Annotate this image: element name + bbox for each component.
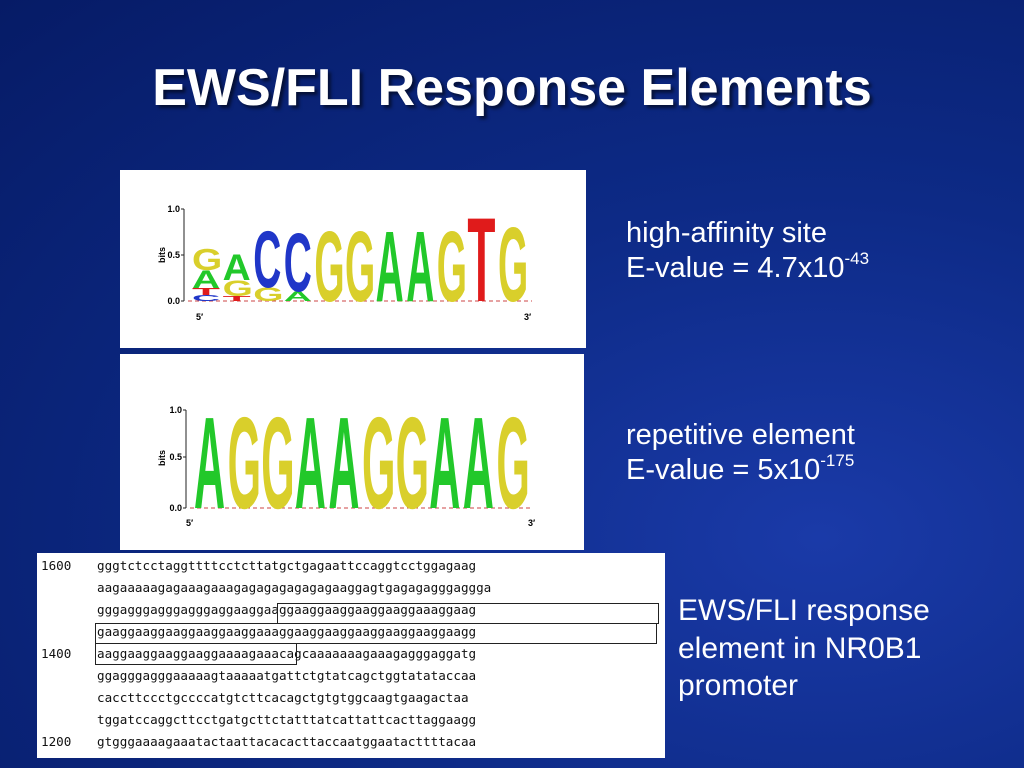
logo2-tick-bottom: 0.0 — [169, 503, 182, 513]
sequence-position: 1200 — [41, 734, 72, 749]
logo-letter-g: G — [223, 276, 253, 301]
logo1-three-prime: 3′ — [524, 312, 531, 322]
logo-letter-g: G — [496, 390, 529, 536]
logo-letter-g: G — [261, 390, 294, 536]
logo-letter-a: A — [429, 390, 460, 536]
sequence-row: tggatccaggcttcctgatgcttctatttatcattattca… — [37, 709, 665, 731]
caption-high-affinity: high-affinity site E-value = 4.7x10-43 — [626, 216, 869, 286]
caption1-exponent: -43 — [844, 249, 870, 269]
sequence-position: 1600 — [41, 558, 72, 573]
caption2-line1: repetitive element — [626, 419, 855, 451]
logo2-tick-mid: 0.5 — [169, 452, 182, 462]
logo-letter-a: A — [328, 390, 359, 536]
logo-letter-g: G — [192, 243, 222, 277]
sequence-text: aagaaaaagagaaagaaagagagagagagagaaggagtga… — [97, 580, 492, 595]
sequence-text: tggatccaggcttcctgatgcttctatttatcattattca… — [97, 712, 477, 727]
caption1-line2: E-value = 4.7x10-43 — [626, 249, 870, 286]
caption2-line2: E-value = 5x10-175 — [626, 451, 855, 488]
sequence-text: aaggaaggaaggaaggaaaagaaacagcaaaaaaagaaag… — [97, 646, 477, 661]
logo-letter-a: A — [223, 247, 251, 289]
logo-letter-a: A — [463, 390, 494, 536]
microsatellite-box-divider — [295, 643, 657, 644]
logo-letter-t: T — [192, 287, 220, 298]
slide-title: EWS/FLI Response Elements — [152, 59, 872, 117]
microsatellite-box-middle — [95, 623, 658, 644]
microsatellite-box-top — [277, 603, 659, 624]
logo-letter-g: G — [498, 205, 528, 323]
sequence-text: caccttccctgccccatgtcttcacagctgtgtggcaagt… — [97, 690, 469, 705]
logo-letter-a: A — [376, 211, 404, 323]
logo-letter-g: G — [396, 390, 429, 536]
logo2-yaxis-label: bits — [157, 450, 167, 466]
sequence-row: caccttccctgccccatgtcttcacagctgtgtggcaagt… — [37, 687, 665, 709]
caption2-evalue: E-value = 5x10 — [626, 453, 821, 486]
sequence-row: gggagggagggagggaggaaggaaggaaggaaggaaggaa… — [37, 599, 665, 621]
logo-letter-g: G — [228, 390, 261, 536]
logo-letter-a: A — [194, 390, 225, 536]
logo1-tick-mid: 0.5 — [167, 250, 180, 260]
logo1-yaxis-label: bits — [157, 247, 167, 263]
sequence-row: 1200 gtgggaaaagaaatactaattacacacttaccaatg… — [37, 731, 665, 753]
logo-letter-g: G — [345, 211, 375, 323]
caption1-line1: high-affinity site — [626, 217, 827, 249]
sequence-row: gaaggaaggaaggaaggaaggaaaggaaggaaggaaggaa… — [37, 621, 665, 643]
logo1-tick-bottom: 0.0 — [167, 296, 180, 306]
logo-letter-t: T — [223, 295, 251, 303]
logo-letter-g: G — [314, 211, 344, 323]
logo-letter-g: G — [253, 283, 283, 305]
logo-letter-g: G — [437, 211, 467, 323]
microsatellite-box-bottom — [95, 643, 297, 665]
sequence-row: ggagggagggaaaaagtaaaaatgattctgtatcagctgg… — [37, 665, 665, 687]
promoter-sequence-panel: 1600 gggtctcctaggttttcctcttatgctgagaattcc… — [37, 553, 665, 758]
logo-letter-c: C — [284, 215, 312, 309]
logo-letter-c: C — [253, 216, 281, 305]
logo2-tick-top: 1.0 — [169, 405, 182, 415]
logo2-three-prime: 3′ — [528, 518, 535, 528]
microsatellite-box-right-edge — [656, 623, 657, 643]
caption1-evalue: E-value = 4.7x10 — [626, 251, 845, 284]
caption3-line2: element in NR0B1 — [678, 631, 922, 665]
logo2-five-prime: 5′ — [186, 518, 193, 528]
sequence-text: gtgggaaaagaaatactaattacacacttaccaatggaat… — [97, 734, 477, 749]
caption2-exponent: -175 — [820, 451, 855, 471]
logo1-five-prime: 5′ — [196, 312, 203, 322]
caption3-line3: promoter — [678, 669, 799, 702]
logo-letter-a: A — [192, 265, 220, 293]
logo-letter-t: T — [467, 194, 495, 327]
sequence-text: gaaggaaggaaggaaggaaggaaaggaaggaaggaaggaa… — [97, 624, 477, 639]
sequence-row: 1400 aaggaaggaaggaaggaaaagaaacagcaaaaaaag… — [37, 643, 665, 665]
caption-repetitive: repetitive element E-value = 5x10-175 — [626, 418, 855, 488]
caption-nr0b1: EWS/FLI response element in NR0B1 promot… — [678, 592, 930, 705]
caption3-line1: EWS/FLI response — [678, 594, 930, 627]
logo-letter-a: A — [295, 390, 326, 536]
sequence-row: 1600 gggtctcctaggttttcctcttatgctgagaattcc… — [37, 555, 665, 577]
sequence-text: gggagggagggagggaggaaggaaggaaggaaggaaggaa… — [97, 602, 477, 617]
logo1-tick-top: 1.0 — [167, 204, 180, 214]
sequence-row: aagaaaaagagaaagaaagagagagagagagaaggagtga… — [37, 577, 665, 599]
logo-letter-g: G — [362, 390, 395, 536]
logo-letter-a: A — [284, 289, 312, 304]
sequence-text: ggagggagggaaaaagtaaaaatgattctgtatcagctgg… — [97, 668, 477, 683]
logo-letter-c: C — [192, 294, 220, 303]
logo-letter-a: A — [406, 211, 434, 323]
sequence-position: 1400 — [41, 646, 72, 661]
sequence-text: gggtctcctaggttttcctcttatgctgagaattccaggt… — [97, 558, 477, 573]
